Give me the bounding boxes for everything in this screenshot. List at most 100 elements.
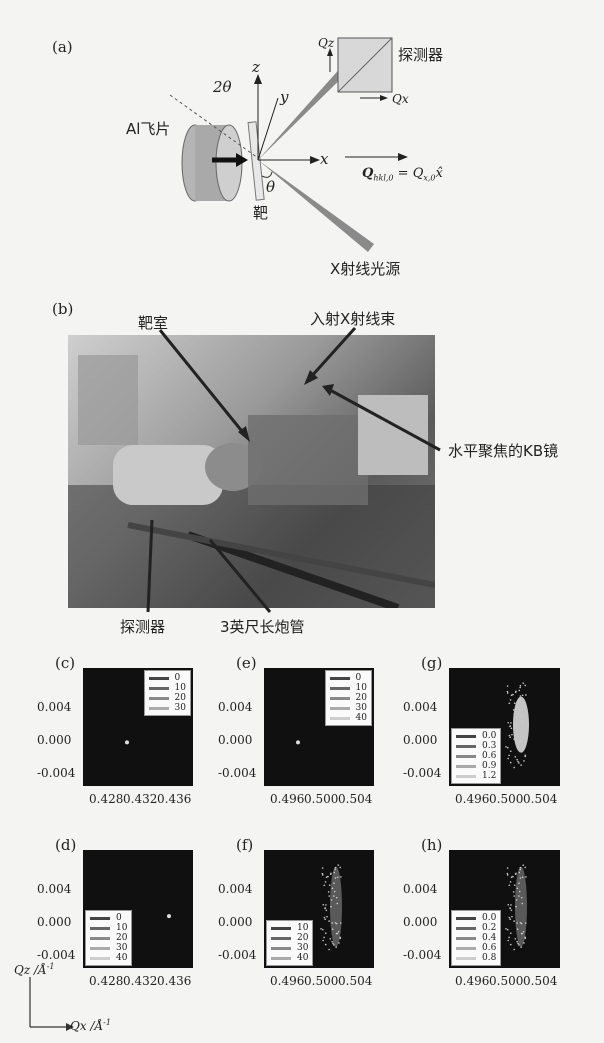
x-tick-label: 0.500 bbox=[304, 792, 339, 806]
intensity-pixel bbox=[509, 699, 512, 701]
intensity-pixel bbox=[525, 922, 527, 924]
intensity-pixel bbox=[340, 876, 342, 878]
legend-label: 40 bbox=[297, 953, 309, 963]
intensity-pixel bbox=[517, 942, 519, 945]
intensity-pixel bbox=[322, 903, 325, 906]
legend-entry: 0.4 bbox=[456, 933, 496, 943]
intensity-pixel bbox=[510, 909, 513, 912]
intensity-pixel bbox=[320, 927, 322, 930]
intensity-pixel bbox=[518, 871, 521, 874]
intensity-pixel bbox=[324, 881, 327, 883]
x-tick-label: 0.496 bbox=[270, 792, 305, 806]
legend-label: 0.2 bbox=[482, 923, 497, 933]
y-tick-label: 0.000 bbox=[37, 733, 72, 747]
legend-label: 20 bbox=[174, 693, 186, 703]
intensity-pixel bbox=[521, 932, 524, 935]
qz-label: Qz bbox=[318, 36, 335, 50]
legend-label: 0.9 bbox=[482, 761, 497, 771]
intensity-pixel bbox=[506, 928, 509, 931]
intensity-pixel bbox=[507, 721, 510, 724]
intensity-pixel bbox=[518, 762, 520, 764]
legend-swatch bbox=[90, 956, 110, 960]
legend-swatch bbox=[456, 744, 476, 748]
legend-swatch bbox=[456, 916, 476, 920]
legend-label: 10 bbox=[355, 683, 367, 693]
x-tick-label: 0.496 bbox=[270, 974, 305, 988]
legend-swatch bbox=[456, 764, 476, 768]
theta-label: θ bbox=[266, 178, 276, 196]
intensity-pixel bbox=[518, 882, 520, 884]
intensity-pixel bbox=[339, 936, 342, 939]
y-axis-label: y bbox=[280, 88, 289, 106]
intensity-pixel bbox=[512, 693, 514, 696]
intensity-pixel bbox=[506, 690, 509, 693]
legend-swatch bbox=[456, 774, 476, 778]
intensity-pixel bbox=[513, 738, 515, 740]
y-tick-label: -0.004 bbox=[218, 766, 257, 780]
legend-label: 10 bbox=[116, 923, 128, 933]
legend-swatch bbox=[271, 926, 291, 930]
x-tick-label: 0.496 bbox=[455, 974, 490, 988]
x-tick-label: 0.500 bbox=[489, 792, 524, 806]
x-tick-label: 0.496 bbox=[455, 792, 490, 806]
intensity-pixel bbox=[328, 895, 331, 897]
diffraction-spot bbox=[167, 914, 171, 919]
intensity-pixel bbox=[509, 881, 512, 883]
flyer-label: Al飞片 bbox=[126, 120, 171, 138]
intensity-pixel bbox=[521, 876, 524, 879]
intensity-pixel bbox=[525, 740, 527, 742]
legend-entry: 1.2 bbox=[456, 771, 496, 781]
legend-swatch bbox=[456, 926, 476, 930]
legend-label: 30 bbox=[355, 703, 367, 713]
intensity-pixel bbox=[321, 872, 324, 875]
intensity-pixel bbox=[524, 866, 527, 869]
x-tick-label: 0.436 bbox=[157, 974, 192, 988]
intensity-pixel bbox=[506, 685, 509, 687]
legend-swatch bbox=[329, 706, 350, 710]
intensity-pixel bbox=[522, 682, 525, 684]
intensity-pixel bbox=[516, 746, 519, 748]
intensity-pixel bbox=[338, 942, 340, 944]
x-tick-label: 0.432 bbox=[123, 974, 158, 988]
intensity-pixel bbox=[523, 760, 525, 762]
y-tick-label: -0.004 bbox=[403, 948, 442, 962]
intensity-pixel bbox=[516, 922, 518, 924]
legend-entry: 30 bbox=[329, 703, 367, 713]
intensity-pixel bbox=[514, 756, 517, 758]
y-axis bbox=[257, 97, 279, 161]
detector-diagonal bbox=[337, 37, 393, 93]
y-tick-label: -0.004 bbox=[37, 948, 76, 962]
heatmap-intensity bbox=[296, 740, 300, 745]
intensity-pixel bbox=[509, 736, 512, 738]
intensity-pixel bbox=[525, 876, 527, 878]
legend-entry: 0.0 bbox=[456, 731, 496, 741]
intensity-pixel bbox=[518, 708, 521, 711]
intensity-pixel bbox=[516, 740, 518, 742]
intensity-pixel bbox=[333, 871, 336, 874]
intensity-pixel bbox=[519, 868, 521, 871]
y-tick-label: -0.004 bbox=[37, 766, 76, 780]
intensity-pixel bbox=[516, 887, 519, 890]
intensity-pixel bbox=[328, 948, 330, 951]
two-theta-label: 2θ bbox=[213, 78, 232, 96]
q-arrowhead bbox=[398, 153, 408, 161]
gun-label: 3英尺长炮管 bbox=[220, 618, 305, 636]
z-arrowhead bbox=[254, 74, 262, 84]
legend-swatch bbox=[90, 936, 110, 940]
intensity-pixel bbox=[329, 938, 332, 940]
y-tick-label: 0.004 bbox=[37, 882, 72, 896]
panel-label: (e) bbox=[236, 654, 257, 672]
intensity-pixel bbox=[508, 734, 511, 737]
legend-label: 1.2 bbox=[482, 771, 497, 781]
intensity-pixel bbox=[519, 695, 522, 697]
panel-label: (g) bbox=[421, 654, 443, 672]
gun-arrow bbox=[208, 539, 272, 613]
intensity-pixel bbox=[513, 884, 516, 887]
intensity-pixel bbox=[513, 702, 516, 705]
legend-swatch bbox=[456, 754, 476, 758]
intensity-pixel bbox=[515, 899, 518, 901]
